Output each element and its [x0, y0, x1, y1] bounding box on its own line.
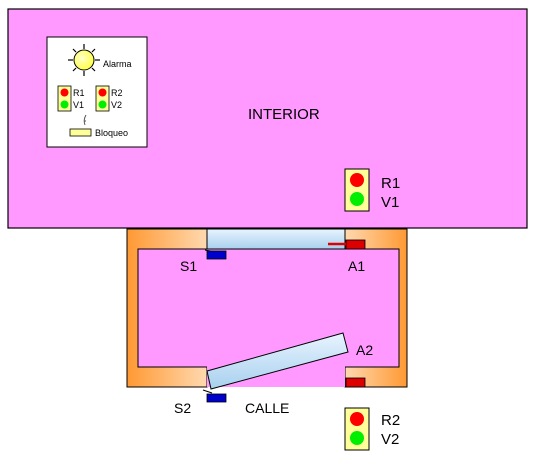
street-r2-label: R2 [381, 412, 400, 429]
actuator-a2-label: A2 [356, 342, 373, 358]
panel-v2-label: V2 [111, 100, 122, 110]
traffic-light-icon [57, 85, 72, 112]
sensor-s1-label: S1 [180, 258, 197, 274]
sun-alarm-icon [68, 44, 100, 76]
alarm-label: Alarma [103, 59, 132, 69]
street-v2-label: V2 [381, 431, 399, 448]
outer-door [206, 332, 349, 390]
lock-key-icon [69, 114, 92, 137]
panel-r1-label: R1 [73, 88, 85, 98]
street-traffic-light [344, 407, 370, 451]
sensor-s2 [202, 389, 227, 403]
lock-label: Bloqueo [95, 128, 128, 138]
inner-door [206, 228, 346, 250]
street-label: CALLE [245, 400, 289, 416]
traffic-light-icon [95, 85, 110, 112]
sensor-s2-label: S2 [174, 400, 191, 416]
panel-v1-label: V1 [73, 100, 84, 110]
actuator-a1-label: A1 [348, 258, 365, 274]
interior-label: INTERIOR [248, 106, 320, 123]
control-panel: Alarma R1 V1 R2 V2 Bloqueo [46, 36, 148, 148]
interior-traffic-light [344, 168, 370, 212]
actuator-a1 [328, 239, 366, 250]
actuator-a2 [345, 377, 366, 388]
interior-v1-label: V1 [381, 194, 399, 211]
sensor-s1 [204, 249, 227, 260]
interior-r1-label: R1 [381, 175, 400, 192]
panel-r2-label: R2 [111, 88, 123, 98]
airlock-chamber [137, 248, 400, 368]
